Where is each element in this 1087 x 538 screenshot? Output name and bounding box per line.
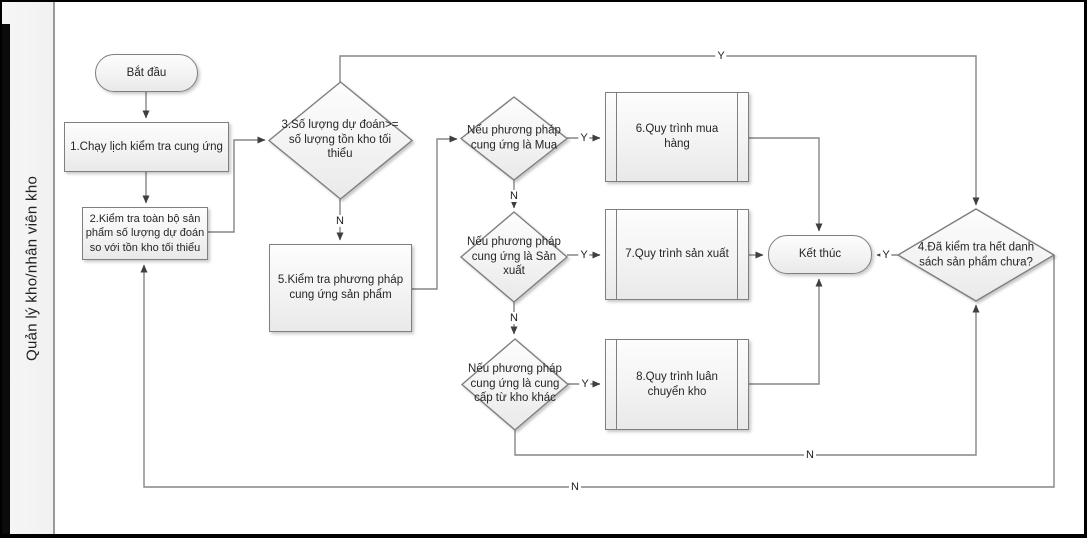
node-subprocess7: 7.Quy trình sản xuất (605, 209, 749, 300)
connector-step5-decision-mua (412, 135, 458, 290)
decision3-shape (267, 81, 414, 200)
edge-label-khokhac-yes: Y (579, 378, 591, 390)
node-step1: 1.Chạy lịch kiểm tra cung ứng (64, 122, 229, 172)
node-subprocess6: 6.Quy trình mua hàng (605, 92, 749, 182)
node-step5-label: 5.Kiểm tra phương pháp cung ứng sản phẩm (277, 274, 404, 301)
subprocess8-right-bar (737, 340, 738, 429)
node-subprocess8-label: 8.Quy trình luân chuyển kho (636, 370, 718, 398)
subprocess7-right-bar (737, 210, 738, 299)
edge-label-decision4-yes: Y (880, 249, 892, 261)
node-subprocess6-label: 6.Quy trình mua hàng (635, 123, 719, 150)
decision4-shape (896, 208, 1056, 302)
node-step1-label: 1.Chạy lịch kiểm tra cung ứng (70, 140, 223, 153)
edge-label-mua-no: N (508, 190, 520, 202)
node-end: Kết thúc (768, 235, 872, 274)
connector-decision4-no-step2 (140, 255, 1055, 488)
decision-khokhac-shape (460, 338, 570, 431)
connector-subprocess6-end (749, 137, 823, 232)
subprocess7-left-bar (616, 210, 617, 299)
edge-label-sanxuat-no: N (508, 312, 520, 324)
connector-subprocess8-end (749, 278, 823, 385)
node-step2-label: 2.Kiểm tra toàn bộ sản phẩm số lượng dự … (85, 213, 205, 254)
decision-sanxuat-shape (459, 211, 569, 303)
node-step2: 2.Kiểm tra toàn bộ sản phẩm số lượng dự … (82, 207, 208, 260)
connector-step2-decision3 (208, 136, 266, 233)
edge-label-khokhac-no: N (804, 449, 816, 461)
subprocess6-left-bar (616, 93, 617, 181)
edge-label-decision3-yes: Y (715, 50, 727, 62)
node-start: Bắt đầu (95, 54, 198, 92)
subprocess8-left-bar (616, 340, 617, 429)
swimlane-strip (2, 2, 55, 534)
swimlane-black-bar (2, 24, 10, 534)
node-start-label: Bắt đầu (126, 66, 167, 79)
node-subprocess7-label: 7.Quy trình sản xuất (625, 248, 729, 261)
subprocess6-right-bar (737, 93, 738, 181)
node-subprocess8: 8.Quy trình luân chuyển kho (605, 339, 749, 430)
decision-mua-shape (459, 96, 569, 181)
node-end-label: Kết thúc (798, 248, 842, 261)
edge-label-mua-yes: Y (578, 132, 590, 144)
edge-label-decision3-no: N (334, 215, 346, 227)
edge-label-decision4-no: N (569, 481, 581, 493)
connector-khokhac-no-decision4 (514, 304, 980, 456)
edge-label-sanxuat-yes: Y (578, 249, 590, 261)
connector-decision3-yes-decision4 (339, 55, 980, 206)
node-step5: 5.Kiểm tra phương pháp cung ứng sản phẩm (269, 244, 412, 332)
